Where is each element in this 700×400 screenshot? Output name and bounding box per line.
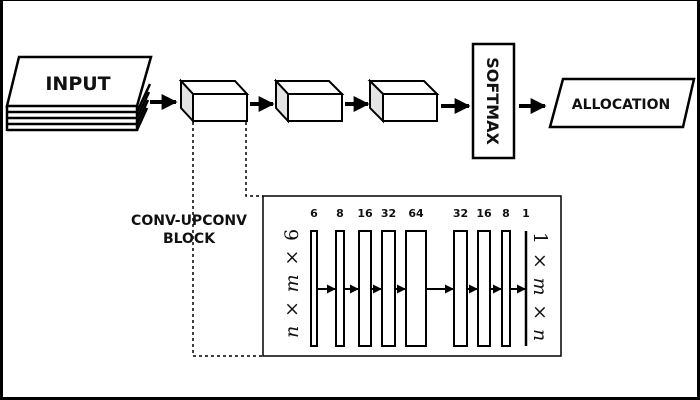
cube-front-face — [192, 93, 248, 122]
input-shape-times-1: × — [281, 301, 303, 317]
layer-channel-label: 6 — [310, 207, 318, 220]
input-shape-times-2: × — [281, 250, 303, 266]
softmax-label: SOFTMAX — [483, 57, 502, 145]
cube-front-face — [287, 93, 343, 122]
layer-3 — [358, 230, 372, 347]
output-shape-n: n — [529, 329, 551, 341]
output-shape-times-2: × — [529, 253, 551, 269]
layer-7 — [477, 230, 491, 347]
allocation-label: ALLOCATION — [572, 97, 670, 113]
input-shape-m: m — [281, 274, 303, 292]
layer-5 — [405, 230, 427, 347]
layer-channel-label: 1 — [522, 207, 530, 220]
layer-channel-label: 16 — [476, 207, 492, 220]
allocation-output: ALLOCATION — [548, 77, 696, 129]
layer-4 — [381, 230, 396, 347]
layer-8 — [501, 230, 511, 347]
callout-left-line — [192, 122, 263, 357]
layer-6 — [453, 230, 468, 347]
input-label: INPUT — [45, 73, 110, 95]
softmax-box: SOFTMAX — [471, 42, 516, 160]
cube-front-face — [382, 93, 438, 122]
detail-title-line-1: CONV-UPCONV — [131, 213, 247, 229]
detail-title-line-2: BLOCK — [163, 231, 216, 247]
layer-channel-label: 32 — [453, 207, 468, 220]
conv-upconv-block-3 — [367, 78, 440, 124]
input-stack-layers — [5, 83, 152, 132]
conv-upconv-block-1 — [178, 78, 250, 124]
output-shape-channels: 1 — [529, 232, 551, 244]
input-shape-label: n × m × 6 — [281, 229, 303, 338]
conv-upconv-block-2 — [273, 78, 345, 124]
layer-channel-label: 64 — [408, 207, 424, 220]
layer-channel-label: 8 — [502, 207, 510, 220]
layer-1 — [310, 230, 318, 347]
layer-channel-label: 8 — [336, 207, 344, 220]
output-shape-label: 1 × m × n — [529, 232, 551, 341]
input-top-sheet — [5, 55, 153, 108]
output-shape-m: m — [529, 278, 551, 296]
input-shape-n: n — [281, 326, 303, 338]
input-stack: INPUT — [5, 55, 153, 132]
callout-right-line — [245, 122, 263, 197]
layer-channel-label: 16 — [357, 207, 373, 220]
layer-2 — [335, 230, 345, 347]
callout-dashed-lines — [192, 122, 263, 357]
output-shape-times-1: × — [529, 304, 551, 320]
layer-channel-label: 32 — [381, 207, 396, 220]
input-shape-channels: 6 — [281, 229, 303, 241]
